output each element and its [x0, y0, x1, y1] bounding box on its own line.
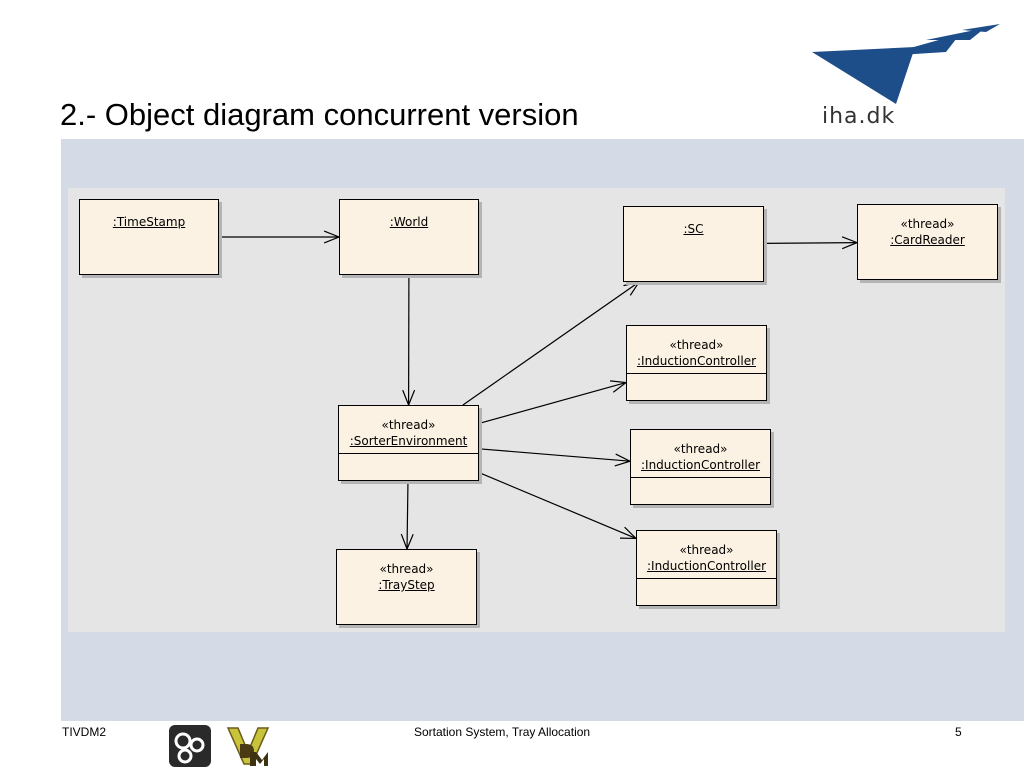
logo-text: iha.dk: [822, 104, 896, 129]
object-name: :InductionController: [636, 354, 757, 368]
object-stereotype: «thread»: [669, 338, 724, 352]
object-name: :SorterEnvironment: [349, 434, 468, 448]
object-stereotype: «thread»: [379, 562, 434, 576]
object-induction-controller-2[interactable]: «thread» :InductionController: [630, 429, 771, 505]
object-timestamp[interactable]: :TimeStamp: [79, 199, 219, 275]
page-number: 5: [955, 725, 962, 739]
object-name: :TimeStamp: [112, 215, 186, 229]
object-name: :CardReader: [890, 233, 965, 247]
footer-title: Sortation System, Tray Allocation: [414, 725, 591, 739]
object-name: :SC: [683, 222, 704, 236]
object-sorter-environment[interactable]: «thread» :SorterEnvironment: [338, 405, 479, 481]
object-stereotype: «thread»: [900, 217, 955, 231]
object-world[interactable]: :World: [339, 199, 479, 275]
object-stereotype: «thread»: [381, 418, 436, 432]
footer-course: TIVDM2: [62, 725, 107, 739]
object-sc[interactable]: :SC: [623, 206, 764, 282]
object-divider: [637, 578, 776, 579]
object-induction-controller-3[interactable]: «thread» :InductionController: [636, 530, 777, 606]
object-cardreader[interactable]: «thread» :CardReader: [857, 204, 998, 280]
object-stereotype: «thread»: [673, 442, 728, 456]
object-divider: [627, 373, 766, 374]
vdm-logo-icon: [226, 727, 270, 766]
iha-wing-logo-icon: [812, 24, 1000, 104]
object-name: :World: [389, 215, 429, 229]
slide-title: 2.- Object diagram concurrent version: [60, 97, 579, 132]
object-divider: [339, 453, 478, 454]
overture-logo-icon: [169, 725, 211, 767]
object-stereotype: «thread»: [679, 543, 734, 557]
object-induction-controller-1[interactable]: «thread» :InductionController: [626, 325, 767, 401]
object-tray-step[interactable]: «thread» :TrayStep: [336, 549, 477, 625]
object-name: :InductionController: [640, 458, 761, 472]
object-divider: [631, 477, 770, 478]
object-name: :InductionController: [646, 559, 767, 573]
object-name: :TrayStep: [378, 578, 435, 592]
